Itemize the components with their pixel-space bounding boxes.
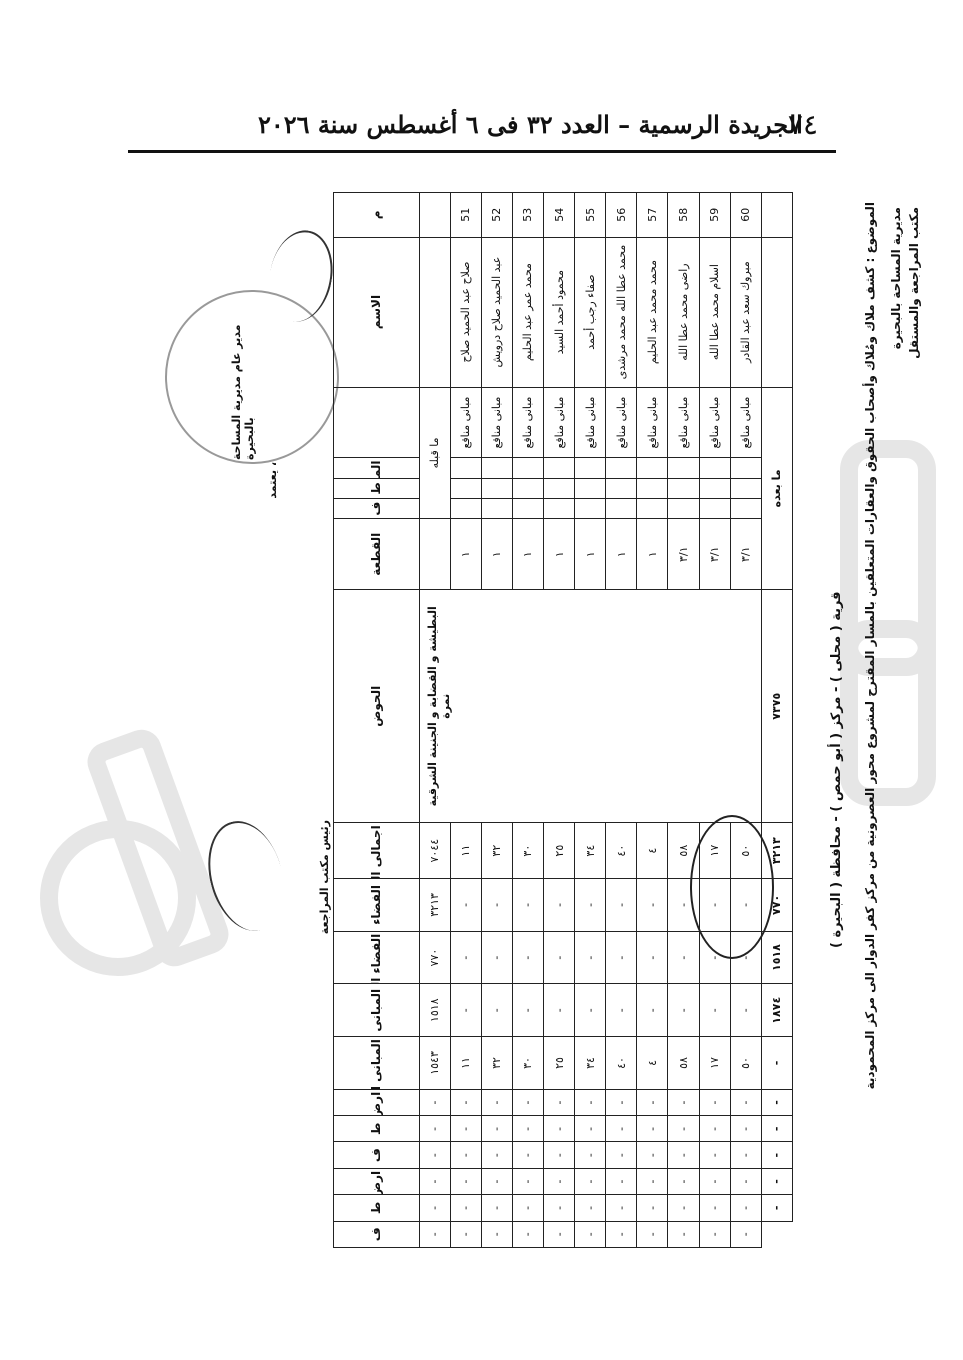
totals-label: ما بعده	[761, 387, 793, 590]
col-header: الاسم	[333, 237, 420, 388]
col-header: ط	[333, 478, 420, 499]
col-header: المبانى المنافع	[333, 1036, 420, 1090]
col-header: ط	[333, 1115, 420, 1142]
col-header: المسطح س	[333, 458, 420, 479]
cell: ٧٠٤٤	[419, 822, 451, 879]
col-header: ف	[333, 1141, 420, 1169]
reviewer-title: رئيس مكتب المراجعة	[318, 820, 331, 935]
official-stamp	[165, 290, 339, 464]
approve-label: يعتمد ،	[266, 462, 279, 499]
col-header: ارض زراعية منافع س	[333, 1168, 420, 1195]
cell: ١٨٧٤	[761, 983, 793, 1037]
watermark-circle	[840, 620, 936, 806]
department-line: مكتب المراجعة والمستقل	[907, 207, 921, 359]
cell: ١٥١٨	[761, 931, 793, 984]
cell: ٣٢١٣	[761, 822, 793, 879]
page-header: الجريدة الرسمية – العدد ٣٢ فى ٦ أغسطس سن…	[128, 108, 836, 144]
rotated-document: م الاسم المسطح س ط ف القطعة الحوض اجمالى…	[333, 192, 963, 1248]
cell: ٧٧٠	[419, 931, 451, 984]
col-header: ف	[333, 1221, 420, 1248]
department-line: مديرية المساحة بالبحيرة	[889, 207, 903, 350]
cell: ١٥١٨	[419, 983, 451, 1037]
document-table-area: م الاسم المسطح س ط ف القطعة الحوض اجمالى…	[333, 192, 963, 1248]
village-line: قرية ( محلى ) - مركز ( أبو حمص ) - محافظ…	[829, 591, 844, 948]
watermark-circle	[840, 440, 936, 676]
signature-circle	[690, 815, 774, 959]
col-header: ارض زراعية س	[333, 1089, 420, 1116]
ownership-table: م الاسم المسطح س ط ف القطعة الحوض اجمالى…	[333, 192, 793, 1248]
basin-name: البطيشة و القضابة و الجنينة الشرقية نمرة	[419, 589, 762, 823]
col-header: القطعة	[333, 518, 420, 590]
cell: ١٥٤٣	[419, 1036, 451, 1090]
col-header: الفضاء المنافع	[333, 931, 420, 984]
topic-line: الموضوع : كشف ملاك ومُلاك وأصحاب الحقوق …	[863, 202, 877, 1090]
cell: ٣٢١٣	[419, 878, 451, 932]
approver-title: مدير عام مديرية المساحة بالبحيرة	[230, 324, 256, 460]
header-rule	[128, 150, 836, 153]
page-number: ٧٤	[787, 108, 818, 141]
page-title: الجريدة الرسمية – العدد ٣٢ فى ٦ أغسطس سن…	[258, 110, 803, 139]
table-header-row: م الاسم المسطح س ط ف القطعة الحوض اجمالى…	[333, 192, 420, 1248]
col-header: م	[333, 192, 420, 238]
col-header: الحوض	[333, 589, 420, 823]
cell: ٧٣٧٥	[761, 589, 793, 823]
cell: ٧٧٠	[761, 878, 793, 932]
col-header: ط	[333, 1194, 420, 1222]
col-header: ف	[333, 498, 420, 519]
carried-row: ما قبله البطيشة و القضابة و الجنينة الشر…	[419, 192, 762, 1248]
totals-row: ما بعده ٧٣٧٥ ٣٢١٣ ٧٧٠ ١٥١٨ ١٨٧٤ --- ---	[761, 192, 793, 1248]
col-header: المبانى	[333, 983, 420, 1037]
col-header: الفضاء	[333, 878, 420, 932]
col-header: اجمالى المساحة (م٢)	[333, 822, 420, 879]
col-header	[333, 387, 420, 458]
carried-label: ما قبله	[419, 387, 451, 519]
